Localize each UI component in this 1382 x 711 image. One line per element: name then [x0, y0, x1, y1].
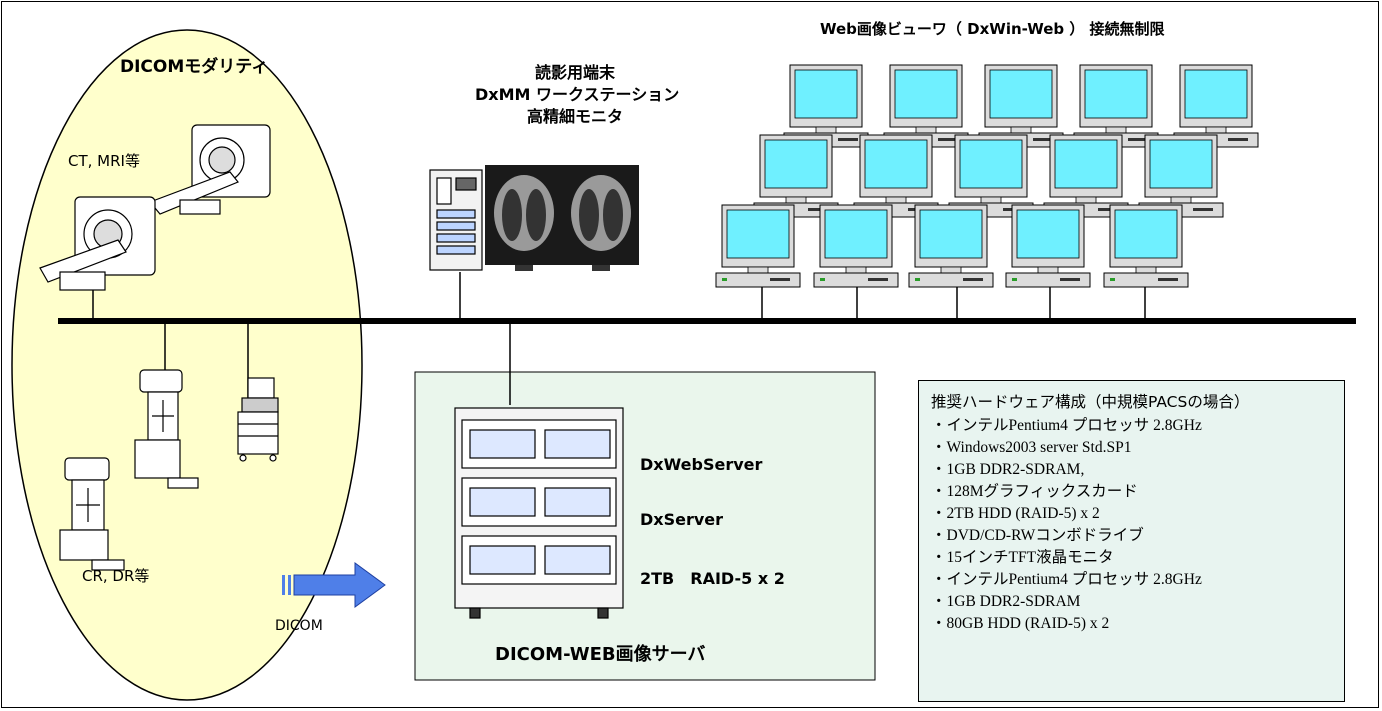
server-unit-2-label: DxServer — [640, 510, 724, 529]
hires-monitor-left — [485, 165, 563, 271]
server-unit-3-label: 2TB RAID-5 x 2 — [640, 569, 785, 588]
ct-mri-label: CT, MRI等 — [68, 152, 140, 170]
spec-item: 1GB DDR2-SDRAM, — [931, 459, 1332, 481]
hires-monitor-right — [563, 165, 639, 271]
spec-list-client: インテルPentium4 プロセッサ 2.8GHz 1GB DDR2-SDRAM… — [931, 569, 1332, 635]
dicom-arrow — [282, 562, 386, 608]
dr-unit-icon-1 — [134, 369, 199, 489]
web-client-pcs — [715, 64, 1259, 288]
workstation-line-3: 高精細モニタ — [526, 107, 623, 126]
spec-item: 15インチTFT液晶モニタ — [931, 547, 1332, 569]
modality-title: DICOMモダリティ — [120, 57, 269, 77]
hardware-spec-box: 推奨ハードウェア構成（中規模PACSの場合） インテルPentium4 プロセッ… — [918, 380, 1345, 702]
spec-item: DVD/CD-RWコンボドライブ — [931, 525, 1332, 547]
server-rack-icon — [454, 407, 624, 619]
spec-item: 128Mグラフィックスカード — [931, 481, 1332, 503]
workstation-line-2: DxMM ワークステーション — [475, 85, 680, 104]
server-title: DICOM-WEB画像サーバ — [495, 644, 706, 665]
spec-title: 推奨ハードウェア構成（中規模PACSの場合） — [931, 393, 1250, 411]
workstation-line-1: 読影用端末 — [534, 63, 615, 82]
spec-item: 80GB HDD (RAID-5) x 2 — [931, 613, 1332, 635]
workstation-tower-icon — [429, 169, 483, 271]
spec-item: 2TB HDD (RAID-5) x 2 — [931, 503, 1332, 525]
ct-scanner-icon — [148, 124, 271, 215]
ultrasound-icon — [237, 377, 279, 462]
web-viewer-title: Web画像ビューワ（ DxWin-Web ） 接続無制限 — [820, 20, 1165, 38]
server-unit-1-label: DxWebServer — [640, 455, 763, 474]
cr-dr-label: CR, DR等 — [82, 567, 150, 585]
workstation-caption: 読影用端末 DxMM ワークステーション 高精細モニタ — [475, 62, 680, 128]
spec-item: インテルPentium4 プロセッサ 2.8GHz — [931, 569, 1332, 591]
spec-item: Windows2003 server Std.SP1 — [931, 437, 1332, 459]
mri-scanner-icon — [39, 196, 156, 291]
spec-item: 1GB DDR2-SDRAM — [931, 591, 1332, 613]
dicom-arrow-label: DICOM — [275, 618, 323, 634]
dr-unit-icon-2 — [59, 457, 125, 571]
spec-list-server: インテルPentium4 プロセッサ 2.8GHz Windows2003 se… — [931, 415, 1332, 569]
spec-item: インテルPentium4 プロセッサ 2.8GHz — [931, 415, 1332, 437]
modality-ellipse — [11, 29, 363, 701]
